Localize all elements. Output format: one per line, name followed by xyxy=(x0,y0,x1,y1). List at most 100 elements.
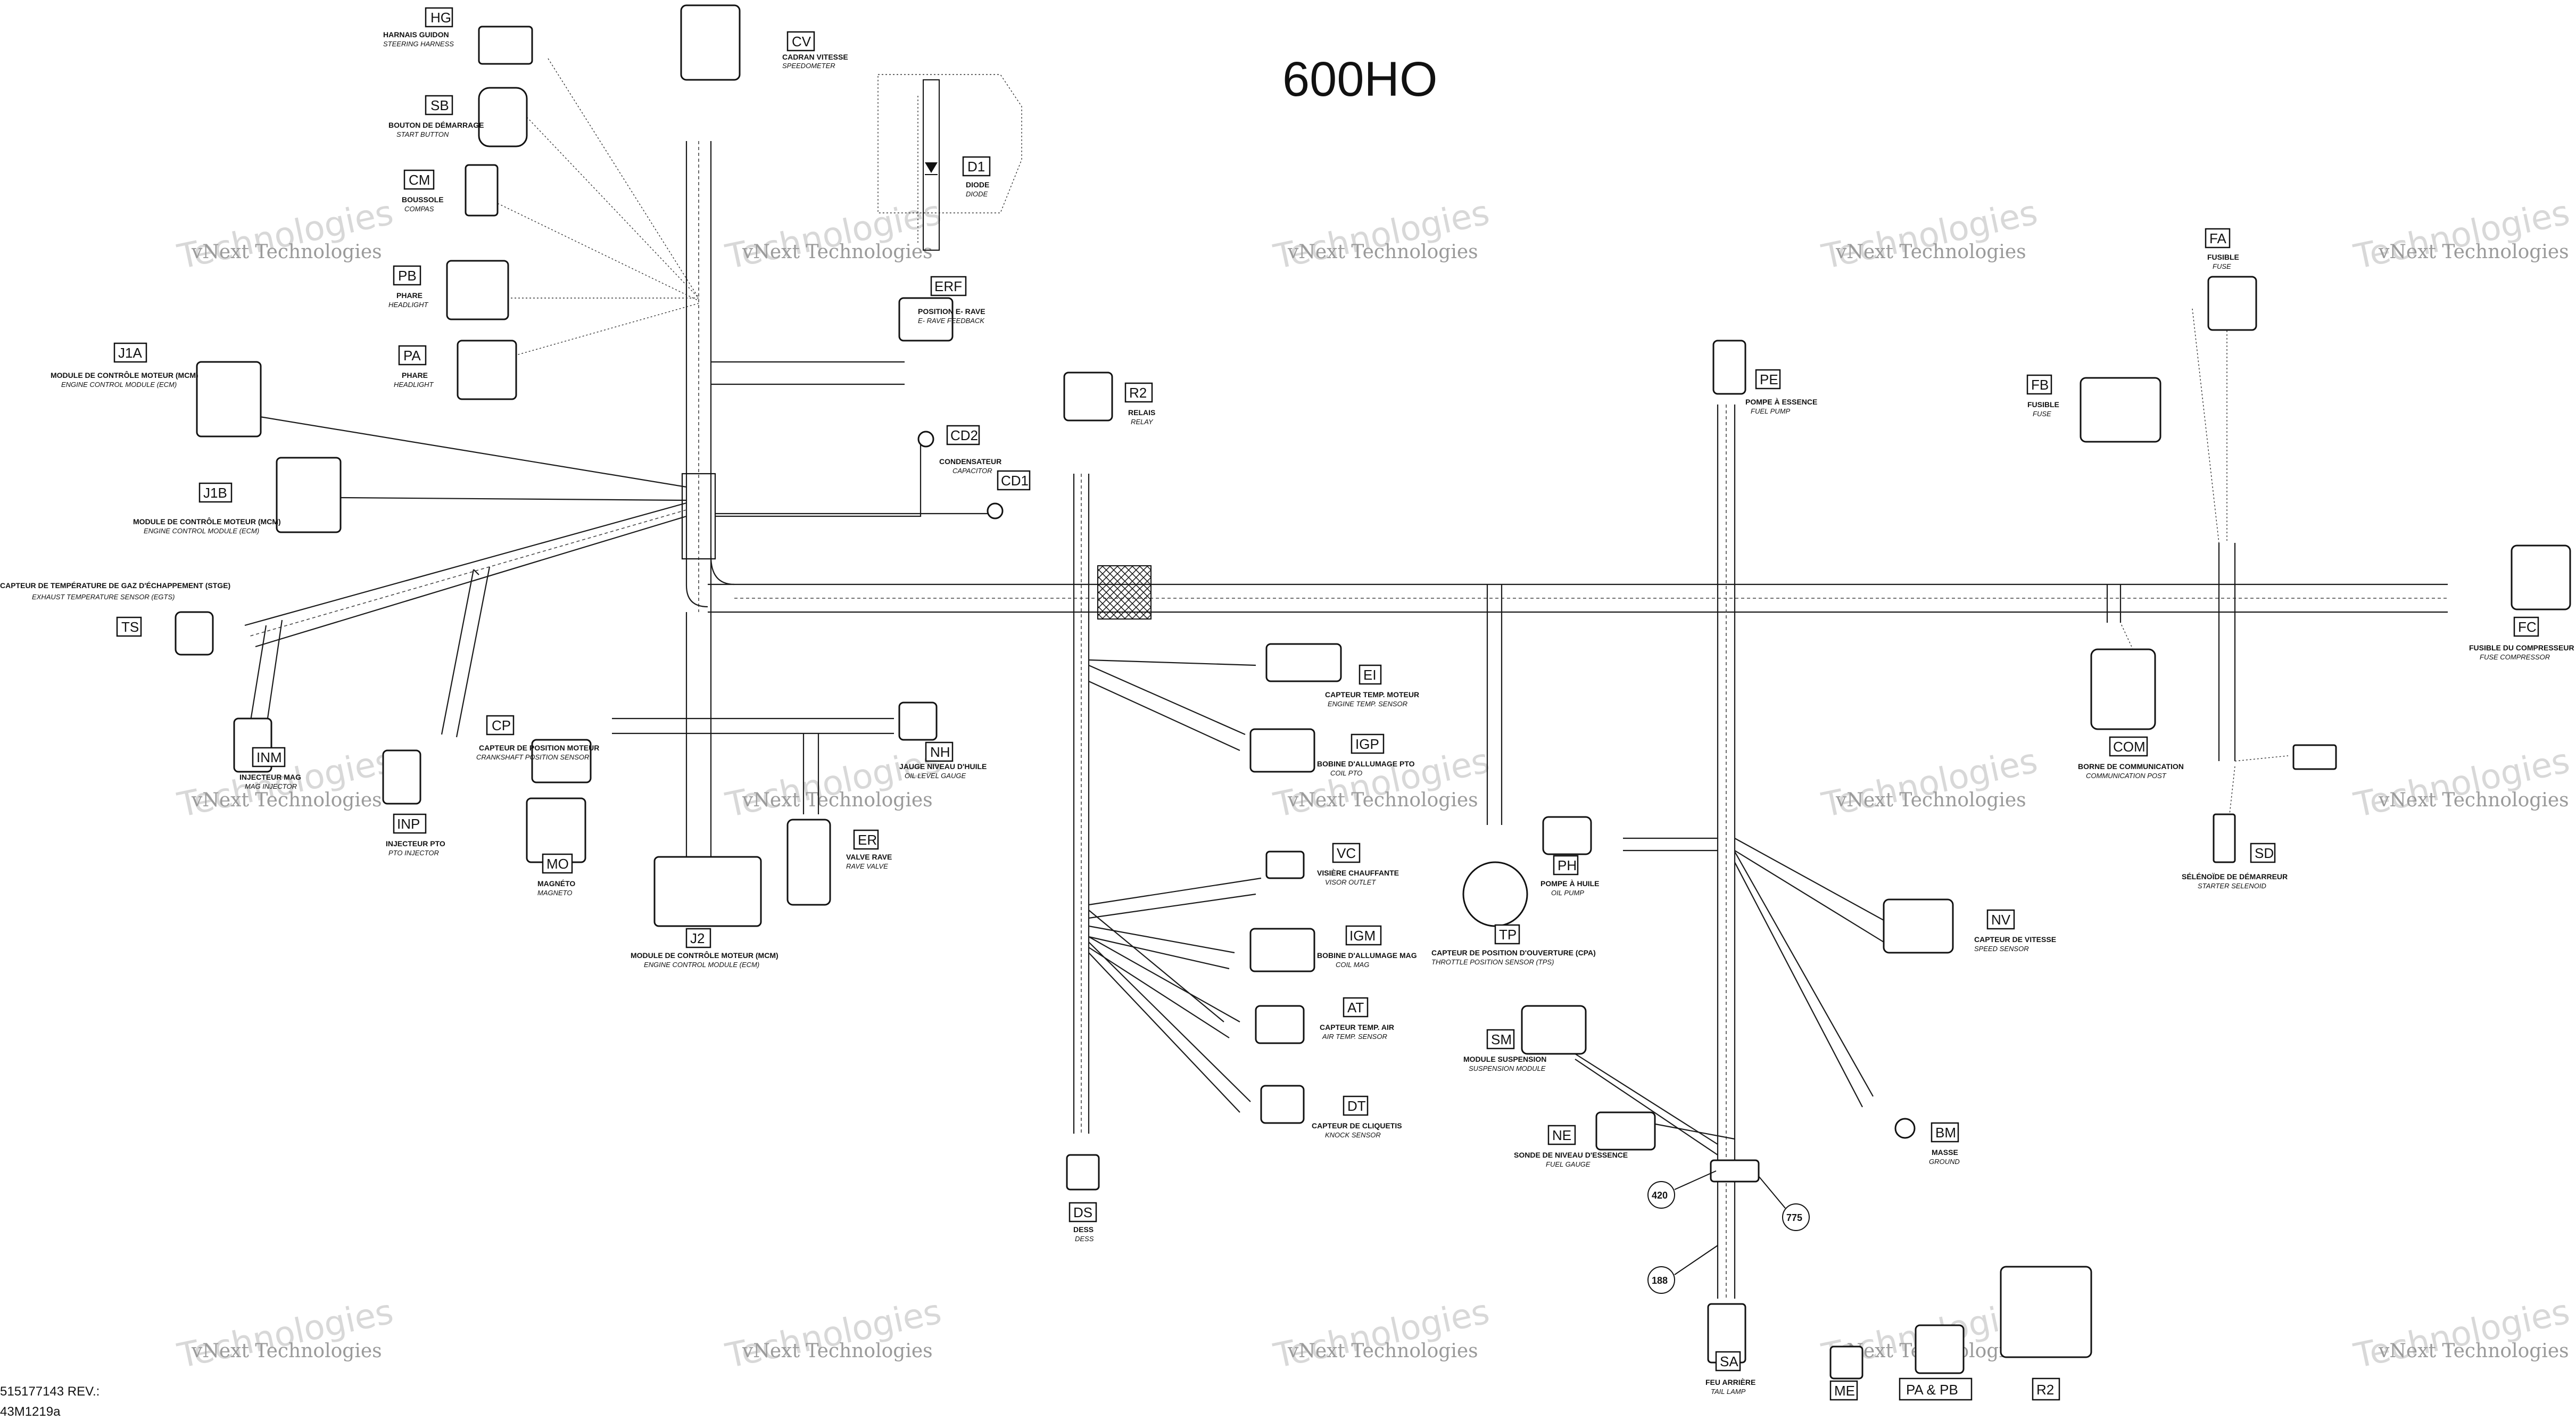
connector-j1b xyxy=(276,457,342,533)
tag-vc-code: VC xyxy=(1337,845,1356,861)
tag-com: COM xyxy=(2109,736,2148,757)
tag-cd1-code: CD1 xyxy=(1001,473,1029,489)
label-sb-fr: BOUTON DE DÉMARRAGE xyxy=(388,121,484,129)
tag-ts-code: TS xyxy=(121,619,139,635)
label-inp-fr: INJECTEUR PTO xyxy=(386,839,445,848)
label-sm-en: SUSPENSION MODULE xyxy=(1469,1064,1546,1072)
tag-cp-code: CP xyxy=(492,717,511,733)
tag-sm: SM xyxy=(1486,1029,1515,1050)
watermark-grid: Technologies vNext Technologies Technolo… xyxy=(174,193,2573,1376)
label-cd2-en: CAPACITOR xyxy=(952,467,992,475)
tag-hg-code: HG xyxy=(430,10,451,26)
label-pa-fr: PHARE xyxy=(402,371,428,379)
connector-vc xyxy=(1265,851,1305,879)
tag-r2b-code: R2 xyxy=(2036,1382,2054,1398)
connector-cm xyxy=(465,164,499,217)
labels: HG HARNAIS GUIDON STEERING HARNESS CV CA… xyxy=(0,7,2574,1401)
label-pe-en: FUEL PUMP xyxy=(1751,407,1790,415)
label-fc-fr: FUSIBLE DU COMPRESSEUR xyxy=(2469,643,2574,652)
watermark-text: Technologies xyxy=(722,193,945,277)
label-cv-fr: CADRAN VITESSE xyxy=(782,53,848,61)
connector-pe xyxy=(1712,340,1746,395)
tag-pa: PA xyxy=(398,345,427,366)
tag-cm: CM xyxy=(403,169,435,190)
footer-ref-number: 515177143 REV.: xyxy=(0,1384,100,1399)
tag-j1b-code: J1B xyxy=(203,485,227,501)
tag-papb-code: PA & PB xyxy=(1906,1382,1958,1398)
tag-sa-code: SA xyxy=(1720,1353,1738,1369)
tag-j2: J2 xyxy=(685,928,711,948)
connector-bm xyxy=(1894,1118,1916,1139)
tag-sb-code: SB xyxy=(430,97,449,113)
connector-sb xyxy=(478,87,528,147)
label-fb-fr: FUSIBLE xyxy=(2027,400,2059,409)
tag-cd2-code: CD2 xyxy=(950,427,978,443)
tag-nv: NV xyxy=(1986,909,2015,930)
tag-at-code: AT xyxy=(1347,1000,1364,1016)
connector-cv xyxy=(680,4,741,81)
connector-igp xyxy=(1249,728,1315,773)
tag-mo-code: MO xyxy=(546,856,569,872)
label-sa-fr: FEU ARRIÈRE xyxy=(1705,1378,1755,1386)
tag-ds: DS xyxy=(1068,1202,1097,1223)
tag-pa-code: PA xyxy=(403,348,421,364)
tag-cv: CV xyxy=(786,31,815,52)
watermark-text: Technologies xyxy=(1270,193,1493,277)
tag-j1a: J1A xyxy=(113,342,147,363)
label-bm-fr: MASSE xyxy=(1932,1148,1958,1157)
tag-cp: CP xyxy=(486,715,515,736)
tag-fc-code: FC xyxy=(2518,619,2537,635)
connector-fb xyxy=(2080,377,2161,443)
connector-at xyxy=(1255,1005,1305,1044)
watermark-text: Technologies xyxy=(2350,1292,2573,1376)
label-vc-fr: VISIÈRE CHAUFFANTE xyxy=(1317,869,1399,877)
connector-ne xyxy=(1595,1111,1656,1151)
harness-branch-right xyxy=(1575,404,2236,1299)
harness-clamp xyxy=(1097,565,1152,620)
harness-branch-center xyxy=(1073,474,1503,1134)
footer-drawing-number: 43M1219a xyxy=(0,1405,61,1419)
label-mo-fr: MAGNÉTO xyxy=(537,879,575,888)
connector-j2 xyxy=(653,856,762,927)
tag-inm: INM xyxy=(252,747,286,767)
splice-numbers: 420 775 188 xyxy=(1647,1170,1810,1294)
watermark-text: vNext Technologies xyxy=(1287,789,1478,811)
label-cm-fr: BOUSSOLE xyxy=(402,195,444,204)
tag-fc: FC xyxy=(2513,616,2539,637)
label-d1-en: DIODE xyxy=(966,190,988,198)
label-com-en: COMMUNICATION POST xyxy=(2086,772,2167,780)
tag-ei: EI xyxy=(1359,664,1382,685)
connector-igm xyxy=(1249,928,1315,972)
label-igm-en: COIL MAG xyxy=(1336,961,1369,969)
connector-com xyxy=(2090,648,2156,730)
splice-775: 775 xyxy=(1782,1203,1810,1231)
label-cv-en: SPEEDOMETER xyxy=(782,62,835,70)
label-j1b-fr: MODULE DE CONTRÔLE MOTEUR (MCM) xyxy=(133,517,281,526)
label-hg-en: STEERING HARNESS xyxy=(383,40,454,48)
tag-bm-code: BM xyxy=(1935,1125,1956,1141)
label-bm-en: GROUND xyxy=(1929,1158,1960,1166)
connector-ts xyxy=(175,611,214,656)
tag-r2-bottom: R2 xyxy=(2032,1377,2060,1401)
connector-nh xyxy=(898,701,938,741)
tag-j2-code: J2 xyxy=(690,930,705,946)
connector-erf xyxy=(898,297,954,342)
connector-j1a xyxy=(196,361,262,437)
label-nh-fr: JAUGE NIVEAU D'HUILE xyxy=(899,762,987,771)
watermark-text: vNext Technologies xyxy=(1835,241,2026,263)
watermark-text: vNext Technologies xyxy=(191,789,382,811)
tag-ts: TS xyxy=(116,616,142,637)
label-sa-en: TAIL LAMP xyxy=(1711,1388,1746,1396)
tag-me: ME xyxy=(1829,1380,1858,1401)
tag-sa: SA xyxy=(1715,1351,1741,1372)
label-er-en: RAVE VALVE xyxy=(846,862,888,870)
label-j2-fr: MODULE DE CONTRÔLE MOTEUR (MCM) xyxy=(631,951,778,960)
tag-r2: R2 xyxy=(1124,382,1153,403)
label-ne-en: FUEL GAUGE xyxy=(1546,1160,1591,1168)
label-ds-en: DESS xyxy=(1075,1235,1094,1243)
tag-r2-code: R2 xyxy=(1129,385,1147,401)
label-tp-fr: CAPTEUR DE POSITION D'OUVERTURE (CPA) xyxy=(1431,948,1596,957)
watermark-text: Technologies xyxy=(174,1292,397,1376)
splice-188-text: 188 xyxy=(1652,1275,1668,1286)
label-com-fr: BORNE DE COMMUNICATION xyxy=(2078,762,2184,771)
